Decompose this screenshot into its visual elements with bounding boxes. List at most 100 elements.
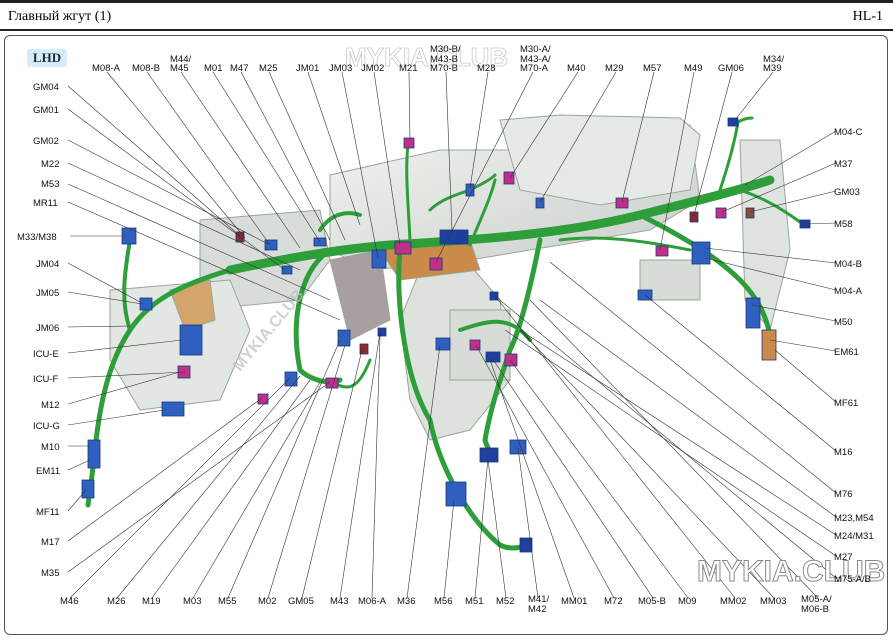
label-m27: M27: [834, 552, 852, 563]
label-icu-e: ICU-E: [33, 349, 59, 360]
label-m08-b: M08-B: [132, 63, 160, 74]
page-code: HL-1: [852, 9, 883, 24]
label-gm02: GM02: [33, 136, 59, 147]
label-gm01: GM01: [33, 105, 59, 116]
labels-bottom: M46 M26 M19 M03 M55 M02 GM05 M43 M06-A M…: [60, 594, 832, 615]
connector-gm06: [689, 211, 699, 223]
label-m58: M58: [834, 219, 852, 230]
watermark-top: MYKIA.CLUB: [345, 42, 508, 72]
label-m30-b: M30-B/: [430, 44, 461, 55]
label-jm03: JM03: [329, 63, 352, 74]
label-m70-a: M70-A: [520, 63, 549, 74]
connector-m34: [727, 117, 739, 127]
label-m39: M39: [763, 63, 781, 74]
label-m23-m54: M23,M54: [834, 513, 874, 524]
label-m24-m31: M24/M31: [834, 531, 874, 542]
connector-m43: [377, 327, 387, 337]
connector-jm04: [139, 297, 153, 311]
label-m21: M21: [399, 63, 417, 74]
connector-m72: [469, 339, 481, 351]
dashboard-illustration: [109, 114, 791, 441]
label-m03: M03: [183, 596, 201, 607]
connector-icu-g: [161, 401, 185, 417]
label-jm04: JM04: [36, 259, 59, 270]
page-header: Главный жгут (1) HL-1: [0, 0, 893, 31]
watermark-bottom: MYKIA.CLUB: [697, 555, 885, 588]
label-icu-f: ICU-F: [33, 374, 59, 385]
label-m05-b: M05-B: [638, 596, 666, 607]
label-m36: M36: [397, 596, 415, 607]
label-m49: M49: [684, 63, 702, 74]
connector-m30: [439, 229, 469, 245]
label-m44: M44/: [170, 54, 191, 65]
label-m43: M43: [330, 596, 348, 607]
connector-em11: [87, 439, 101, 469]
label-m50: M50: [834, 317, 852, 328]
harness-wires: [85, 116, 802, 551]
connector-m49: [655, 245, 669, 257]
connector-m21: [394, 241, 412, 255]
label-m17: M17: [41, 537, 59, 548]
labels-top: M08-A M08-B M44/ M45 M01 M47 M25 JM01 JM…: [92, 44, 784, 74]
label-mm01: MM01: [561, 596, 587, 607]
label-m43-b: M43-B: [430, 54, 458, 65]
connector-jm02: [371, 249, 387, 269]
label-m37: M37: [834, 159, 852, 170]
connector-m42: [519, 537, 533, 553]
connector-m37: [715, 207, 727, 219]
label-jm02: JM02: [361, 63, 384, 74]
lhd-badge: LHD: [27, 49, 67, 67]
label-m56: M56: [434, 596, 452, 607]
connector-m09: [504, 353, 518, 367]
label-m02: M02: [258, 596, 276, 607]
label-em11: EM11: [36, 466, 60, 477]
label-m72: M72: [604, 596, 622, 607]
connector-m36: [435, 337, 451, 351]
label-icu-g: ICU-G: [33, 421, 60, 432]
label-m19: M19: [142, 596, 160, 607]
label-m16: M16: [834, 447, 852, 458]
label-mf11: MF11: [36, 507, 60, 518]
label-m70-b: M70-B: [430, 63, 458, 74]
label-em61: EM61: [834, 347, 859, 358]
label-m04-c: M04-C: [834, 127, 863, 138]
label-m10: M10: [41, 442, 59, 453]
label-m47: M47: [230, 63, 248, 74]
label-m04-a: M04-A: [834, 286, 863, 297]
label-m01: M01: [204, 63, 222, 74]
label-gm04: GM04: [33, 82, 59, 93]
connector-m40: [503, 171, 515, 185]
label-m41: M41/: [528, 594, 549, 605]
label-gm05: GM05: [288, 596, 314, 607]
labels-right: M04-C M37 GM03 M58 M04-B M04-A M50 EM61 …: [834, 127, 874, 585]
diagram-frame: [4, 35, 888, 635]
labels-left: GM04 GM01 GM02 M22 M53 MR11 M33/M38 JM04…: [17, 82, 60, 579]
label-m45: M45: [170, 63, 188, 74]
connector-m35: [325, 377, 339, 389]
connector-m57: [615, 197, 629, 209]
label-m25: M25: [259, 63, 277, 74]
label-m22: M22: [41, 159, 59, 170]
label-m08-a: M08-A: [92, 63, 121, 74]
label-m55: M55: [218, 596, 236, 607]
connector-mm02: [489, 291, 499, 301]
label-m26: M26: [107, 596, 125, 607]
connector-gm03: [745, 207, 755, 219]
connector-gm01: [281, 265, 293, 275]
label-m43-a: M43-A/: [520, 54, 551, 65]
connector-em61: [761, 329, 777, 361]
label-gm03: GM03: [834, 187, 860, 198]
label-m46: M46: [60, 596, 78, 607]
label-m35: M35: [41, 568, 59, 579]
connector-m46: [284, 371, 298, 387]
connector-icu: [179, 324, 203, 356]
connector-m05: [485, 351, 501, 363]
leader-lines: [67, 71, 837, 599]
label-m57: M57: [643, 63, 661, 74]
label-m30-a: M30-A/: [520, 44, 551, 55]
label-m51: M51: [465, 596, 483, 607]
connector-m50: [745, 297, 761, 329]
connector-m70: [429, 257, 443, 271]
label-m34: M34/: [763, 54, 784, 65]
connector-m04: [691, 241, 711, 265]
